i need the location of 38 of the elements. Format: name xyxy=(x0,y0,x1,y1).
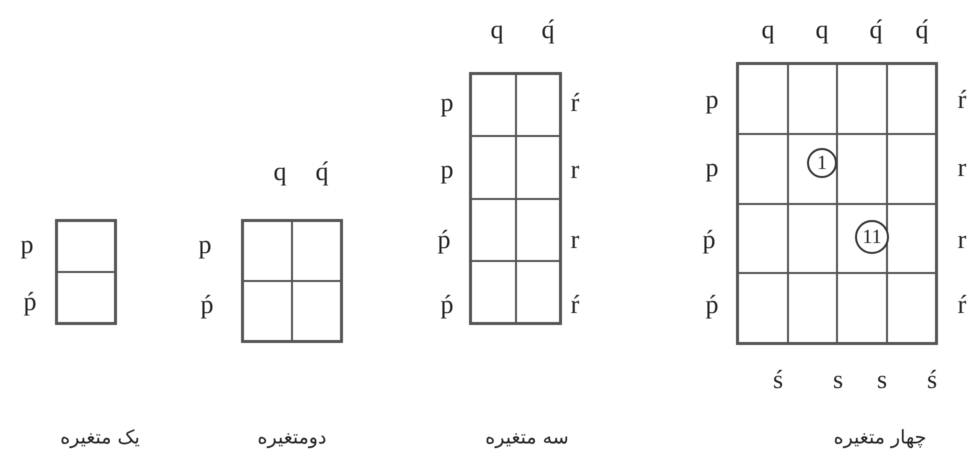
variable-label: ŕ xyxy=(570,292,580,318)
variable-label: r xyxy=(570,157,580,183)
variable-label: ŕ xyxy=(958,87,966,113)
variable-label: p xyxy=(20,232,34,258)
variable-label: r xyxy=(958,155,966,181)
variable-label: p xyxy=(706,155,718,181)
variable-label: r xyxy=(570,227,580,253)
variable-label: ṕ xyxy=(706,292,718,318)
variable-label: p xyxy=(198,232,212,258)
variable-label: q xyxy=(490,17,504,43)
variable-label: ś xyxy=(926,367,938,393)
variable-label: q xyxy=(762,17,774,43)
variable-label: q xyxy=(274,159,286,185)
variable-label: ṕ xyxy=(438,227,450,253)
variable-label: q́ xyxy=(870,17,882,43)
variable-label: q́ xyxy=(316,159,328,185)
variable-label: ŕ xyxy=(958,292,966,318)
variable-label: ŕ xyxy=(570,90,580,116)
variable-label: ś xyxy=(772,367,784,393)
variable-label: s xyxy=(876,367,888,393)
variable-label: ṕ xyxy=(24,289,36,315)
map-caption: چهار متغیره xyxy=(834,428,926,448)
variable-label: s xyxy=(832,367,844,393)
map-caption: سه متغیره xyxy=(485,428,569,448)
variable-label: p xyxy=(440,90,454,116)
variable-label: ṕ xyxy=(440,292,454,318)
map-caption: یک متغیره xyxy=(60,428,140,448)
variable-label: q xyxy=(816,17,828,43)
variable-label: p xyxy=(440,157,454,183)
variable-label: q́ xyxy=(916,17,928,43)
variable-label: p xyxy=(706,87,718,113)
variable-label: ṕ xyxy=(702,227,716,253)
circled-number: 1 xyxy=(807,148,837,178)
variable-label: r xyxy=(958,227,966,253)
circled-number: 11 xyxy=(855,220,889,254)
variable-label: ṕ xyxy=(200,292,214,318)
map-caption: دومتغیره xyxy=(258,428,326,448)
variable-label: q́ xyxy=(542,17,554,43)
